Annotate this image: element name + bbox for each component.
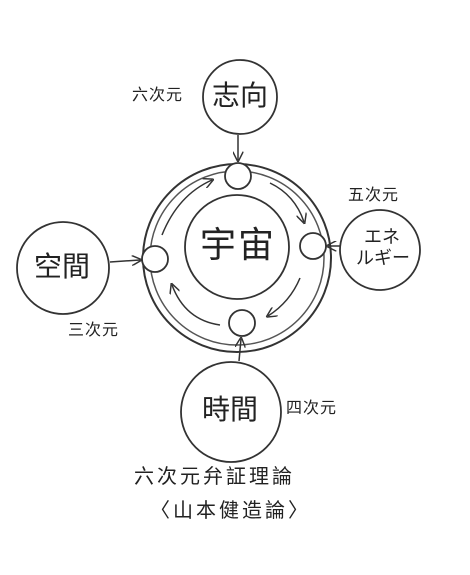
dimension-right-label: 五次元 xyxy=(348,185,400,204)
flow-arrow-left-top xyxy=(161,180,212,236)
node-top-circle xyxy=(202,59,278,135)
node-right-circle xyxy=(339,209,421,291)
node-left-circle xyxy=(16,221,110,315)
center-circle xyxy=(184,194,290,300)
flow-arrow-bottom-left xyxy=(172,285,221,326)
junction-right xyxy=(299,232,327,260)
dimension-bottom-label: 四次元 xyxy=(286,398,338,417)
node-bottom-circle xyxy=(180,361,282,463)
junction-bottom xyxy=(228,309,256,337)
node-right-label-line2: ルギー xyxy=(356,247,410,269)
center-label: 宇宙 xyxy=(200,225,277,266)
node-top-label: 志向 xyxy=(212,79,269,112)
node-right-label: エネ ルギー xyxy=(356,227,410,269)
dimension-top-label: 六次元 xyxy=(132,85,184,104)
node-right-label-line1: エネ xyxy=(364,227,400,248)
caption-subtitle: 〈山本健造論〉 xyxy=(150,498,311,522)
dimension-left-label: 三次元 xyxy=(68,320,120,339)
caption-title: 六次元弁証理論 xyxy=(134,464,295,488)
flow-arrow-right-bottom xyxy=(268,277,301,316)
node-bottom-label: 時間 xyxy=(202,393,259,426)
arrow-bottom-to-junction xyxy=(239,339,241,362)
junction-left xyxy=(141,245,169,273)
junction-top xyxy=(224,162,252,190)
arrow-left-to-junction xyxy=(109,260,140,262)
flow-arrow-top-right xyxy=(269,182,304,222)
node-left-label: 空間 xyxy=(34,250,91,283)
